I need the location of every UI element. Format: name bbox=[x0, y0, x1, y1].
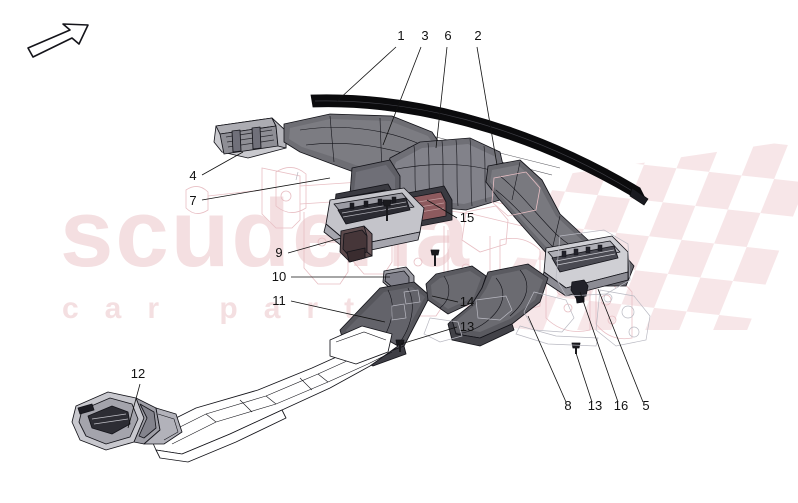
callout-leader-line-15 bbox=[426, 199, 458, 219]
callout-number-11[interactable]: 11 bbox=[272, 293, 286, 308]
callout-number-10[interactable]: 10 bbox=[272, 269, 286, 284]
callout-leader-line-2 bbox=[476, 46, 498, 166]
part-16-retaining-clip bbox=[570, 279, 589, 304]
callout-number-13[interactable]: 13 bbox=[460, 319, 474, 334]
forward-direction-arrow-icon bbox=[27, 23, 89, 58]
part-5-right-side-air-vent bbox=[541, 235, 629, 297]
callout-number-9[interactable]: 9 bbox=[275, 245, 282, 260]
part-14-duct-connector-elbow bbox=[425, 265, 487, 315]
part-8-passenger-footwell-duct bbox=[447, 263, 549, 347]
callout-number-15[interactable]: 15 bbox=[460, 210, 474, 225]
callout-number-8[interactable]: 8 bbox=[564, 398, 571, 413]
callout-number-1[interactable]: 1 bbox=[397, 28, 404, 43]
callout-number-14[interactable]: 14 bbox=[460, 294, 474, 309]
callout-number-7[interactable]: 7 bbox=[189, 193, 196, 208]
part-12-rear-console-outlet-vent bbox=[71, 391, 183, 451]
part-9-blower-control-module bbox=[339, 225, 373, 263]
callout-leader-line-3 bbox=[382, 46, 422, 146]
watermark-tagline-text: car parts bbox=[62, 292, 423, 325]
right-structure-ghost bbox=[391, 171, 651, 347]
callout-leader-line-13 bbox=[575, 352, 593, 403]
callout-number-3[interactable]: 3 bbox=[421, 28, 428, 43]
part-4-left-side-air-vent bbox=[213, 117, 287, 159]
part-13-fixing-screw-a bbox=[382, 199, 392, 221]
callout-leader-line-8 bbox=[527, 315, 567, 403]
callout-number-12[interactable]: 12 bbox=[131, 366, 145, 381]
callout-number-16[interactable]: 16 bbox=[614, 398, 628, 413]
callout-number-5[interactable]: 5 bbox=[642, 398, 649, 413]
callout-leader-line-9 bbox=[287, 237, 342, 254]
callout-leader-line-7 bbox=[201, 177, 331, 201]
callout-leader-line-11 bbox=[290, 300, 386, 323]
callout-number-4[interactable]: 4 bbox=[189, 168, 196, 183]
callout-leader-line-14 bbox=[431, 295, 459, 303]
callout-leader-line-6 bbox=[435, 46, 448, 149]
callout-leader-line-12 bbox=[127, 383, 141, 429]
checkered-flag-watermark bbox=[491, 140, 798, 330]
callout-leader-line-5 bbox=[597, 288, 644, 403]
callout-number-6[interactable]: 6 bbox=[444, 28, 451, 43]
part-17-rear-floor-tunnel-duct bbox=[147, 325, 399, 463]
callout-leader-line-1 bbox=[336, 46, 397, 102]
callout-leader-line-16 bbox=[579, 291, 619, 403]
callout-leader-line-13 bbox=[400, 326, 458, 345]
callout-leader-line-4 bbox=[201, 151, 244, 176]
part-13-fixing-screw-d bbox=[430, 249, 440, 266]
callout-number-2[interactable]: 2 bbox=[474, 28, 481, 43]
callout-number-13[interactable]: 13 bbox=[588, 398, 602, 413]
